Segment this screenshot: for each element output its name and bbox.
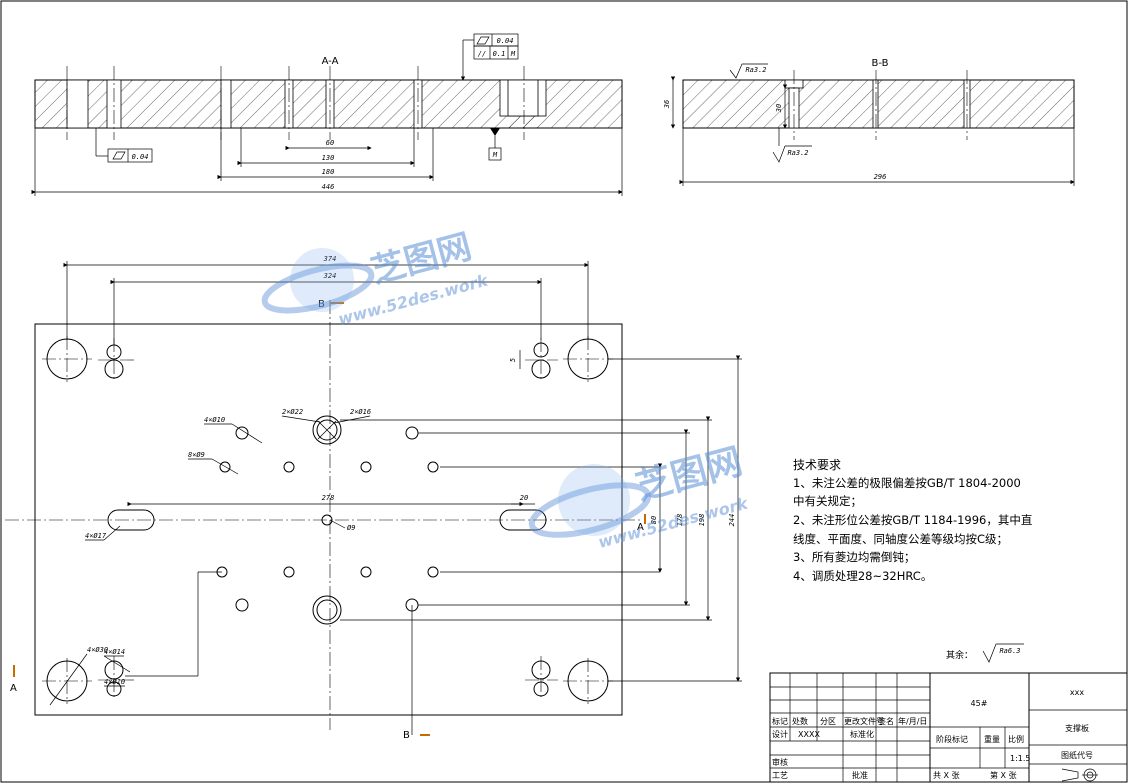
svg-text:标准化: 标准化 (850, 729, 874, 739)
svg-text:M: M (510, 50, 516, 58)
dim-5: 5 (509, 358, 517, 362)
svg-text:Ra3.2: Ra3.2 (745, 66, 766, 74)
svg-text:设计: 设计 (772, 729, 788, 739)
callout-4x17: 4×Ø17 (85, 532, 107, 540)
svg-text:标记: 标记 (772, 716, 788, 726)
roughness-icon (729, 63, 743, 79)
center-bores (312, 415, 342, 625)
dim-178: 178 (676, 514, 684, 527)
svg-text:审核: 审核 (772, 757, 788, 767)
company: xxx (1070, 688, 1084, 697)
datum-triangle-icon (490, 128, 500, 136)
callout-2x16: 2×Ø16 (350, 408, 371, 416)
svg-text:比例: 比例 (1008, 734, 1024, 744)
dim-36: 36 (663, 100, 671, 109)
section-b-body (682, 79, 1075, 129)
callout-4x14: 4×Ø14 (104, 648, 125, 656)
part-name: 支撑板 (1065, 723, 1089, 733)
section-marker-a-right: A (637, 522, 644, 533)
watermark-1: 芝图网 www.52des.work (261, 227, 491, 329)
notes-title: 技术要求 (793, 458, 841, 472)
svg-text:Ra6.3: Ra6.3 (999, 647, 1020, 655)
flatness-frame (107, 148, 153, 163)
svg-text:分区: 分区 (820, 717, 836, 726)
svg-text:共 X 张: 共 X 张 (933, 771, 960, 780)
section-marker-a-left: A (10, 683, 17, 694)
callout-4x10: 4×Ø10 (204, 416, 225, 424)
hole-group-pairs (98, 338, 558, 700)
note-line: 3、所有菱边均需倒钝； (793, 550, 915, 564)
dim-60: 60 (326, 139, 334, 147)
section-marker-b-bottom: B (403, 730, 410, 741)
section-b-title: B-B (872, 58, 889, 69)
dim-20: 20 (520, 494, 528, 502)
svg-text:0.04: 0.04 (132, 153, 149, 161)
projection-symbol-icon (1061, 768, 1098, 782)
svg-text:图纸代号: 图纸代号 (1061, 750, 1093, 760)
svg-text:年/月/日: 年/月/日 (898, 716, 927, 726)
svg-text:XXXX: XXXX (798, 730, 820, 739)
watermark-2: 芝图网 www.52des.work (528, 441, 751, 552)
note-line: 4、调质处理28~32HRC。 (793, 569, 932, 583)
dim-324: 324 (323, 272, 337, 280)
plate-outline (34, 323, 623, 716)
roughness-icon (982, 643, 997, 663)
dim-180: 180 (322, 168, 335, 176)
note-line: 1、未注公差的极限偏差按GB/T 1804-2000 (793, 476, 1021, 490)
dim-446: 446 (322, 183, 335, 191)
datum-label: M (492, 151, 498, 159)
callout-4x10b: 4×Ø10 (104, 678, 125, 686)
callout-9: Ø9 (347, 524, 355, 532)
material: 45# (971, 699, 988, 708)
section-a-title: A-A (322, 56, 339, 67)
gdt-parallel-frame (473, 45, 519, 60)
roughness-icon (772, 145, 786, 163)
dim-198: 198 (698, 514, 706, 527)
technical-notes: 技术要求 1、未注公差的极限偏差按GB/T 1804-2000 中有关规定； 2… (793, 458, 1032, 583)
svg-text:工艺: 工艺 (772, 771, 788, 780)
section-b-b: B-B Ra3.2 Ra3.2 36 30 296 (663, 58, 1075, 186)
slots (107, 509, 547, 531)
small-holes (216, 426, 439, 612)
flatness-icon (476, 36, 490, 45)
dim-80: 80 (650, 516, 658, 524)
dim-374: 374 (323, 255, 337, 263)
title-block: 标记 处数 分区 更改文件号 签名 年/月/日 设计 XXXX 标准化 审核 工… (769, 672, 1128, 783)
svg-text:0.1: 0.1 (493, 50, 506, 58)
callout-8x9: 8×Ø9 (188, 451, 205, 459)
dim-296: 296 (874, 173, 887, 181)
svg-text:其余：: 其余： (946, 649, 973, 661)
callout-4x30: 4×Ø30 (87, 646, 108, 654)
note-line: 2、未注形位公差按GB/T 1184-1996，其中直 (793, 513, 1032, 527)
svg-text:处数: 处数 (792, 716, 808, 726)
svg-text:阶段标记: 阶段标记 (936, 734, 968, 744)
svg-text:批准: 批准 (852, 770, 868, 780)
flatness-icon (112, 151, 126, 160)
svg-text:重量: 重量 (984, 734, 1000, 744)
callout-2x22: 2×Ø22 (282, 408, 303, 416)
section-marker-b-top: B (318, 299, 325, 310)
section-a-a: A-A 60 130 180 446 (31, 33, 623, 196)
note-line: 中有关规定； (793, 494, 862, 508)
dim-130: 130 (322, 154, 335, 162)
dim-30: 30 (775, 104, 783, 113)
svg-text:更改文件号: 更改文件号 (844, 716, 884, 726)
svg-text:第 X 张: 第 X 张 (990, 770, 1017, 780)
dim-244: 244 (728, 514, 736, 527)
svg-text:0.04: 0.04 (497, 37, 514, 45)
note-line: 线度、平面度、同轴度公差等级均按C级； (793, 532, 1008, 546)
plan-view: 374 324 278 20 5 80 178 198 (5, 255, 742, 741)
parallel-icon: // (478, 50, 486, 58)
dim-278: 278 (322, 494, 335, 502)
svg-text:Ra3.2: Ra3.2 (787, 149, 808, 157)
scale: 1:1.5 (1010, 754, 1031, 763)
svg-text:签名: 签名 (878, 716, 894, 726)
rest-roughness: 其余： Ra6.3 (946, 643, 1024, 663)
